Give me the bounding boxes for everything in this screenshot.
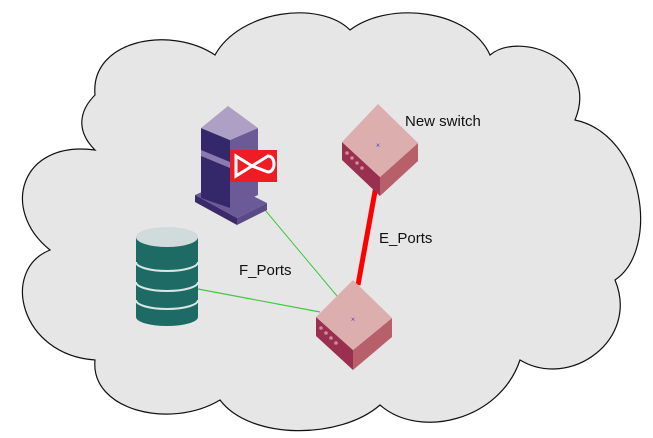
fabric-cloud [22, 13, 640, 431]
database-icon [136, 227, 198, 326]
svg-text:×: × [351, 315, 356, 324]
brocade-logo [230, 150, 277, 182]
f-ports-label: F_Ports [239, 262, 292, 279]
new-switch-label: New switch [405, 113, 481, 130]
svg-text:×: × [376, 141, 381, 150]
e-ports-label: E_Ports [379, 230, 432, 247]
